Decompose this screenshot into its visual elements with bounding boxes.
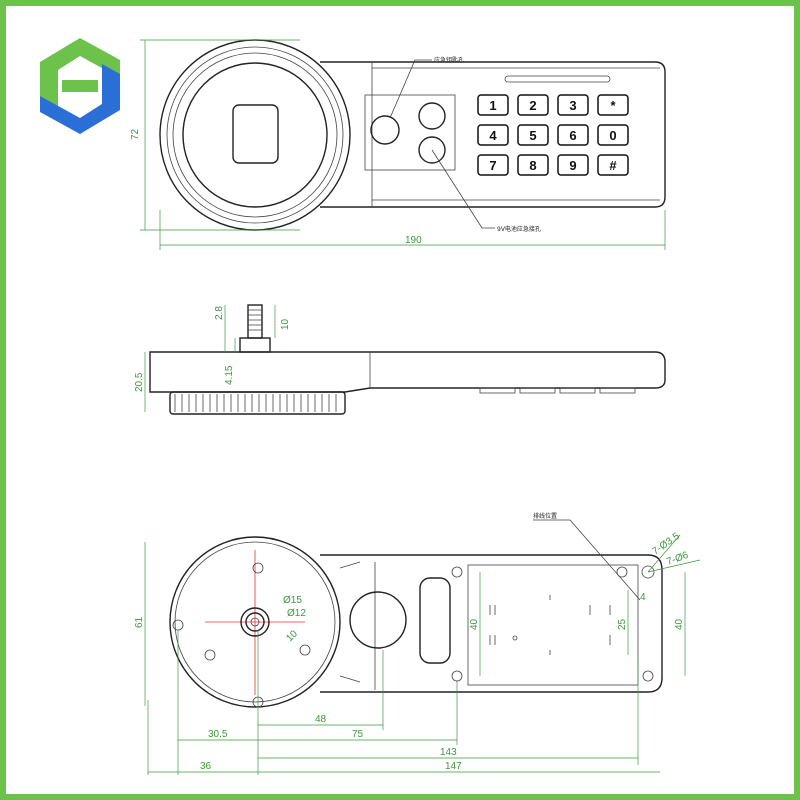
dim-top-length: 190: [405, 235, 422, 246]
dim-48: 48: [315, 714, 327, 725]
keypad-key-2: 2: [517, 94, 549, 116]
side-view: 2.8 10 4.15 20.5: [134, 304, 666, 415]
mount-holes: [172, 562, 655, 708]
dim-75: 75: [352, 729, 364, 740]
keypad-key-label: 8: [529, 158, 536, 173]
keypad-key-4: 4: [477, 124, 509, 146]
keypad-key-3: 3: [557, 94, 589, 116]
company-logo: [40, 38, 120, 134]
keypad-key-label: 0: [609, 128, 616, 143]
dim-40-left: 40: [469, 618, 480, 630]
dim-d12: Ø12: [287, 608, 306, 619]
dim-36: 36: [200, 761, 212, 772]
dim-40-right: 40: [674, 618, 685, 630]
dim-10: 10: [284, 628, 300, 644]
dim-base: 4.15: [224, 365, 235, 385]
keypad-key-0: 0: [597, 124, 629, 146]
keypad-key-label: 3: [569, 98, 576, 113]
dim-top-height: 72: [130, 128, 141, 140]
callout-key-hole: 应急钥匙孔: [434, 56, 464, 64]
keypad-key-9: 9: [557, 154, 589, 176]
keypad-key-label: 9: [569, 158, 576, 173]
dim-d15: Ø15: [283, 595, 302, 606]
top-view: 应急钥匙孔 9V电池应急接孔 1 2 3 * 4 5 6 0 7 8 9 # 72 190: [130, 39, 666, 250]
keypad-key-label: 2: [529, 98, 536, 113]
keypad-key-label: 5: [529, 128, 536, 143]
dim-143: 143: [440, 747, 457, 758]
bottom-view: 排线位置 61 Ø15 Ø12 10 40 25 4 40 7-Ø3.5 7-Ø…: [134, 512, 701, 775]
dim-30-5: 30.5: [208, 729, 228, 740]
keypad-key-1: 1: [477, 94, 509, 116]
keypad-key-label: 7: [489, 158, 496, 173]
dim-4: 4: [640, 592, 646, 603]
keypad-key-5: 5: [517, 124, 549, 146]
dim-side-height: 20.5: [134, 372, 145, 392]
keypad-key-label: 1: [489, 98, 496, 113]
keypad-key-8: 8: [517, 154, 549, 176]
dim-147: 147: [445, 761, 462, 772]
knurl: [174, 394, 337, 412]
keypad-key-7: 7: [477, 154, 509, 176]
keypad-key-#: #: [597, 154, 629, 176]
dim-stud: 10: [280, 318, 291, 330]
keypad-key-label: #: [609, 158, 617, 173]
dim-bottom-height: 61: [134, 616, 145, 628]
keypad-key-label: *: [610, 98, 616, 113]
keypad-key-*: *: [597, 94, 629, 116]
keypad-key-label: 4: [489, 128, 497, 143]
callout-battery: 9V电池应急接孔: [497, 225, 541, 233]
dim-stud-top: 2.8: [214, 306, 225, 320]
keypad: 1 2 3 * 4 5 6 0 7 8 9 #: [477, 94, 629, 176]
keypad-key-label: 6: [569, 128, 576, 143]
callout-cable: 排线位置: [533, 512, 557, 520]
keypad-key-6: 6: [557, 124, 589, 146]
dim-25: 25: [617, 618, 628, 630]
